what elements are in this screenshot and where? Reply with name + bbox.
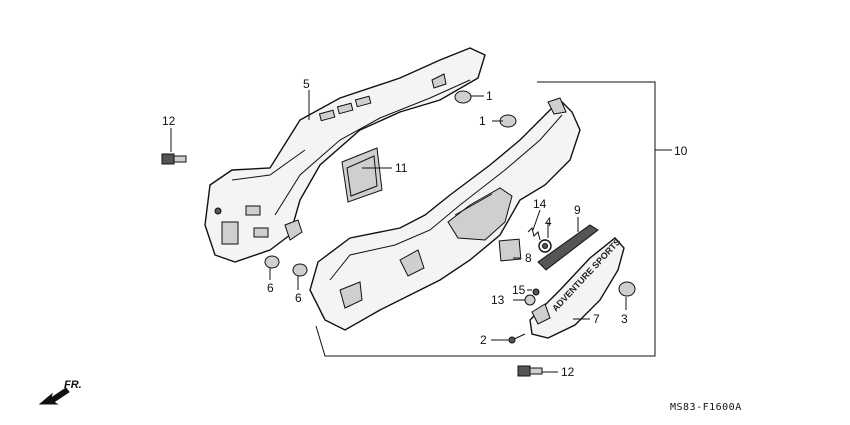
label-12b: 12	[561, 365, 575, 379]
label-7: 7	[593, 312, 600, 326]
label-6b: 6	[295, 291, 302, 305]
part-15-nut	[532, 288, 540, 296]
part-2-screw	[508, 333, 526, 344]
part-1-grommet-a	[454, 90, 472, 104]
label-4: 4	[545, 215, 552, 229]
part-14-clip	[527, 227, 541, 241]
label-9: 9	[574, 203, 581, 217]
label-15: 15	[512, 283, 526, 297]
label-1b: 1	[479, 114, 486, 128]
front-direction-arrow: FR.	[38, 379, 82, 405]
label-1a: 1	[486, 89, 493, 103]
label-11: 11	[395, 161, 408, 175]
part-11-pad	[341, 147, 383, 203]
part-12-bolt-b	[517, 365, 543, 377]
part-4-grommet-hole	[542, 243, 548, 249]
part-6-grommet-a	[264, 255, 280, 269]
label-2: 2	[480, 333, 487, 347]
part-13-washer	[524, 294, 536, 306]
label-12a: 12	[162, 114, 176, 128]
part-3-grommet	[618, 281, 636, 297]
part-6-grommet-b	[292, 263, 308, 277]
part-10-bracket	[315, 81, 656, 357]
part-8-block	[498, 238, 522, 262]
label-8: 8	[525, 251, 532, 265]
label-5: 5	[303, 77, 310, 91]
leader-lines	[170, 90, 672, 373]
label-10: 10	[674, 144, 688, 158]
diagram-code: MS83-F1600A	[670, 402, 742, 413]
label-6a: 6	[267, 281, 274, 295]
label-13: 13	[491, 293, 505, 307]
label-3: 3	[621, 312, 628, 326]
part-5-side-cover	[204, 47, 486, 263]
front-direction-label: FR.	[64, 379, 82, 391]
part-9-trim-strip	[537, 224, 599, 271]
label-14: 14	[533, 197, 547, 211]
part-10-main-cover	[309, 97, 581, 331]
part-12-bolt-a	[161, 153, 187, 165]
